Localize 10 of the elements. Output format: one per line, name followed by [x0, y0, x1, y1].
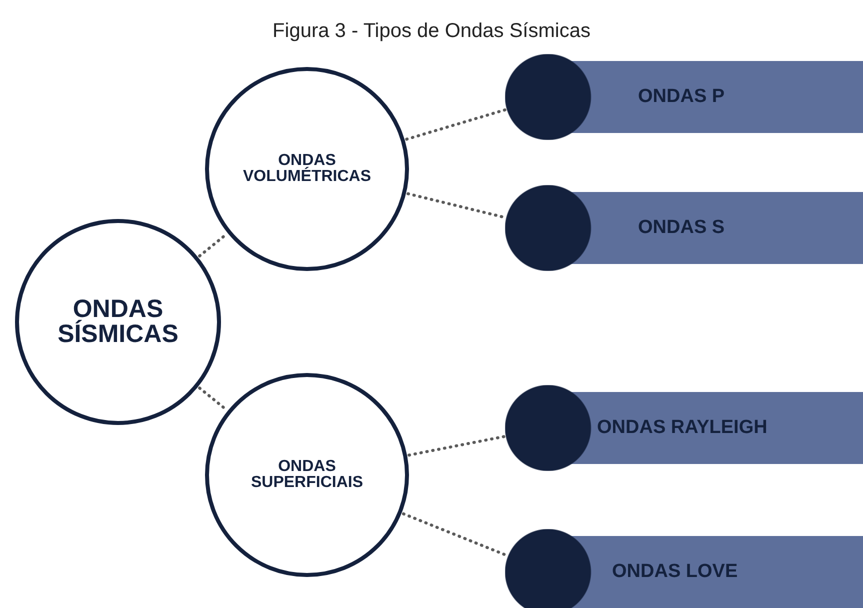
- node-label: ONDAS SÍSMICAS: [56, 297, 180, 347]
- dotted-connector: [405, 108, 508, 141]
- node-label: ONDAS RAYLEIGH: [597, 416, 768, 440]
- node-label: ONDAS LOVE: [612, 560, 738, 584]
- node-label: ONDAS VOLUMÉTRICAS: [242, 153, 372, 185]
- dotted-connector: [408, 434, 506, 457]
- node-label: ONDAS SUPERFICIAIS: [250, 459, 364, 491]
- node-label: ONDAS S: [638, 216, 725, 240]
- node-label: ONDAS P: [638, 85, 725, 109]
- figure-title: Figura 3 - Tipos de Ondas Sísmicas: [272, 20, 590, 43]
